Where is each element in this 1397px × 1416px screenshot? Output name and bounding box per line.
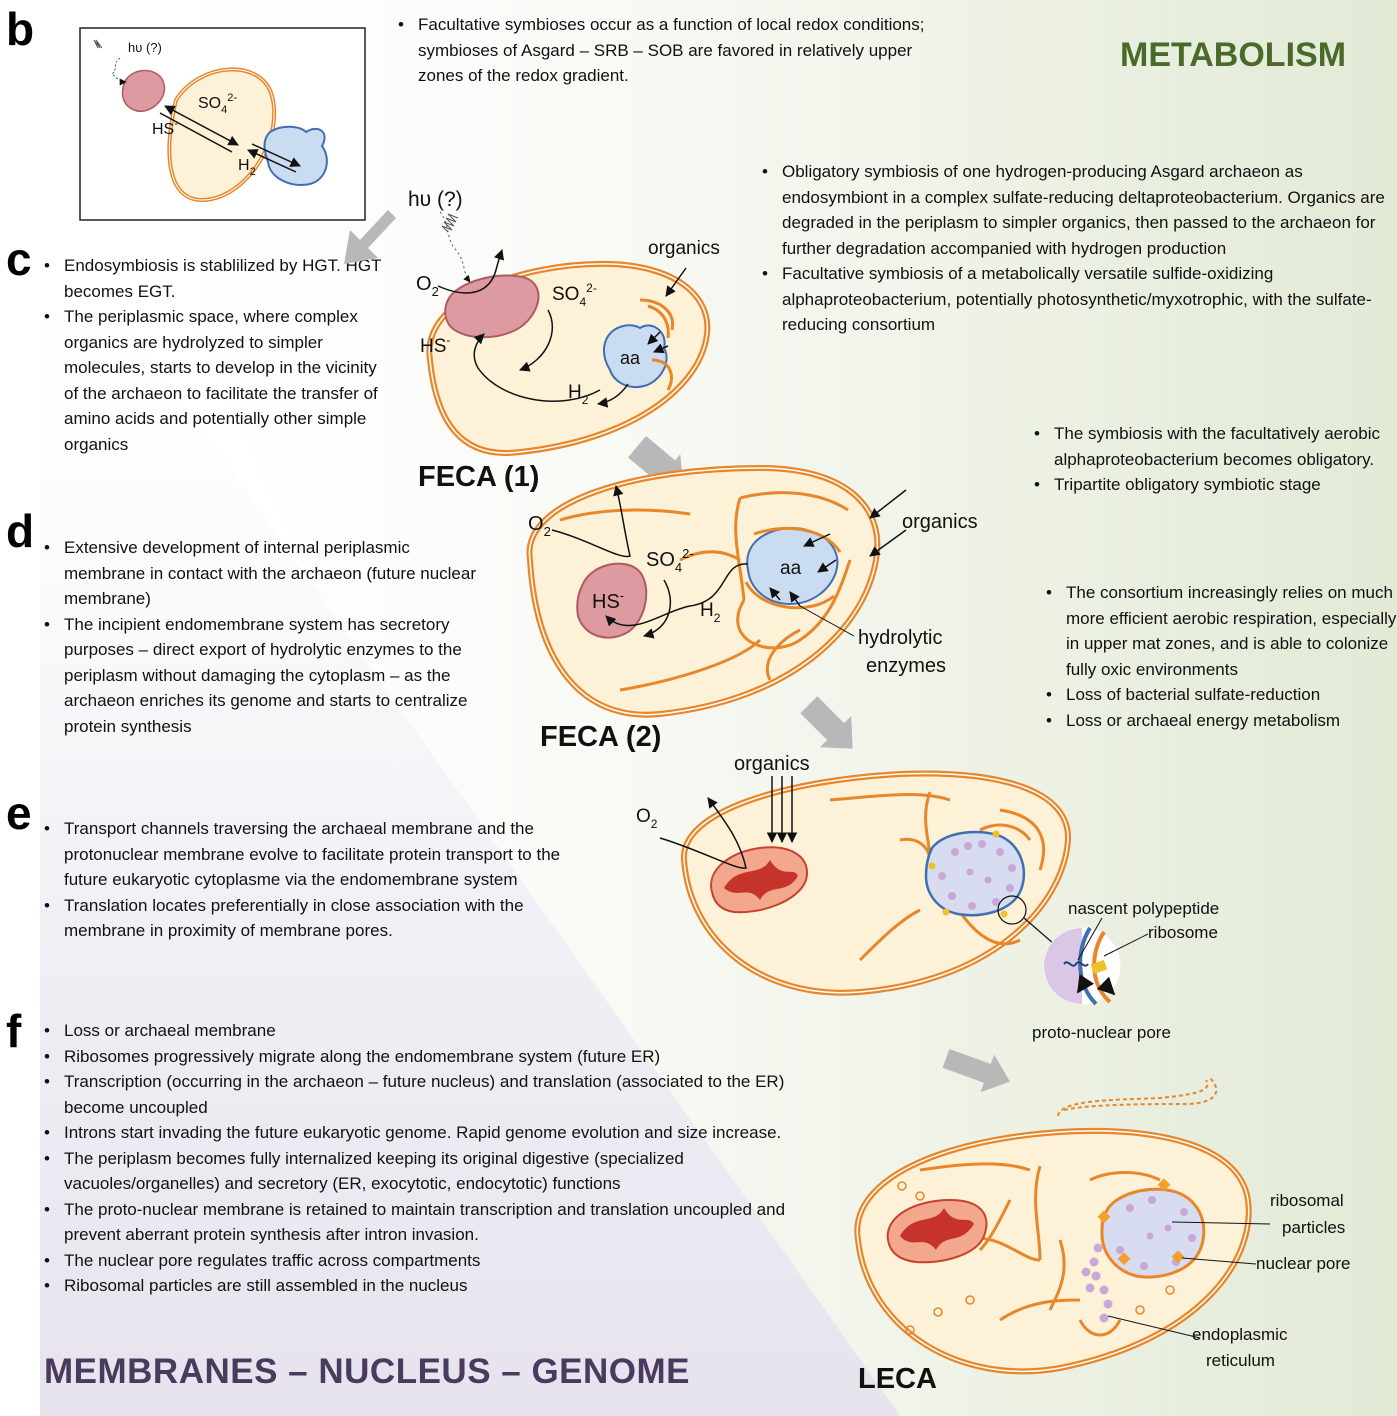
e-o2-label: O2 — [636, 806, 658, 831]
e-pore-label: proto-nuclear pore — [1032, 1023, 1171, 1042]
d-aa-label: aa — [780, 558, 802, 579]
panel-e-diagram: organics O2 nascent polypeptide ribosome… — [636, 753, 1219, 1042]
c-o2-label: O2 — [416, 273, 439, 299]
e-organics-label: organics — [734, 753, 810, 775]
panel-b-diagram: hυ (?) SO42- HS- H2 — [80, 28, 365, 220]
f-endoplasmic-label: endoplasmic — [1192, 1325, 1288, 1344]
b-hv-label: hυ (?) — [128, 40, 162, 55]
panel-f-diagram: ribosomal particles nuclear pore endopla… — [857, 1078, 1350, 1371]
c-hv-label: hυ (?) — [408, 188, 463, 211]
d-hydrolytic-label: hydrolytic — [858, 627, 942, 649]
e-nascent-label: nascent polypeptide — [1068, 899, 1219, 918]
f-nuclear-pore-label: nuclear pore — [1256, 1254, 1351, 1273]
d-hs-label: HS- — [592, 588, 624, 613]
e-ribosome-label: ribosome — [1148, 923, 1218, 942]
c-hs-label: HS- — [420, 333, 450, 357]
f-reticulum-label: reticulum — [1206, 1351, 1275, 1370]
panel-d-diagram: O2 SO42- HS- H2 aa organics hydrolytic e… — [528, 468, 978, 715]
c-organics-label: organics — [648, 238, 720, 259]
f-ribosomal-label: ribosomal — [1270, 1191, 1344, 1210]
f-particles-label: particles — [1282, 1218, 1345, 1237]
panel-c-diagram: hυ (?) O2 SO42- HS- H2 aa organics — [408, 188, 720, 453]
d-enzymes-label: enzymes — [866, 655, 946, 677]
d-organics-label: organics — [902, 511, 978, 533]
c-aa-label: aa — [620, 348, 641, 368]
